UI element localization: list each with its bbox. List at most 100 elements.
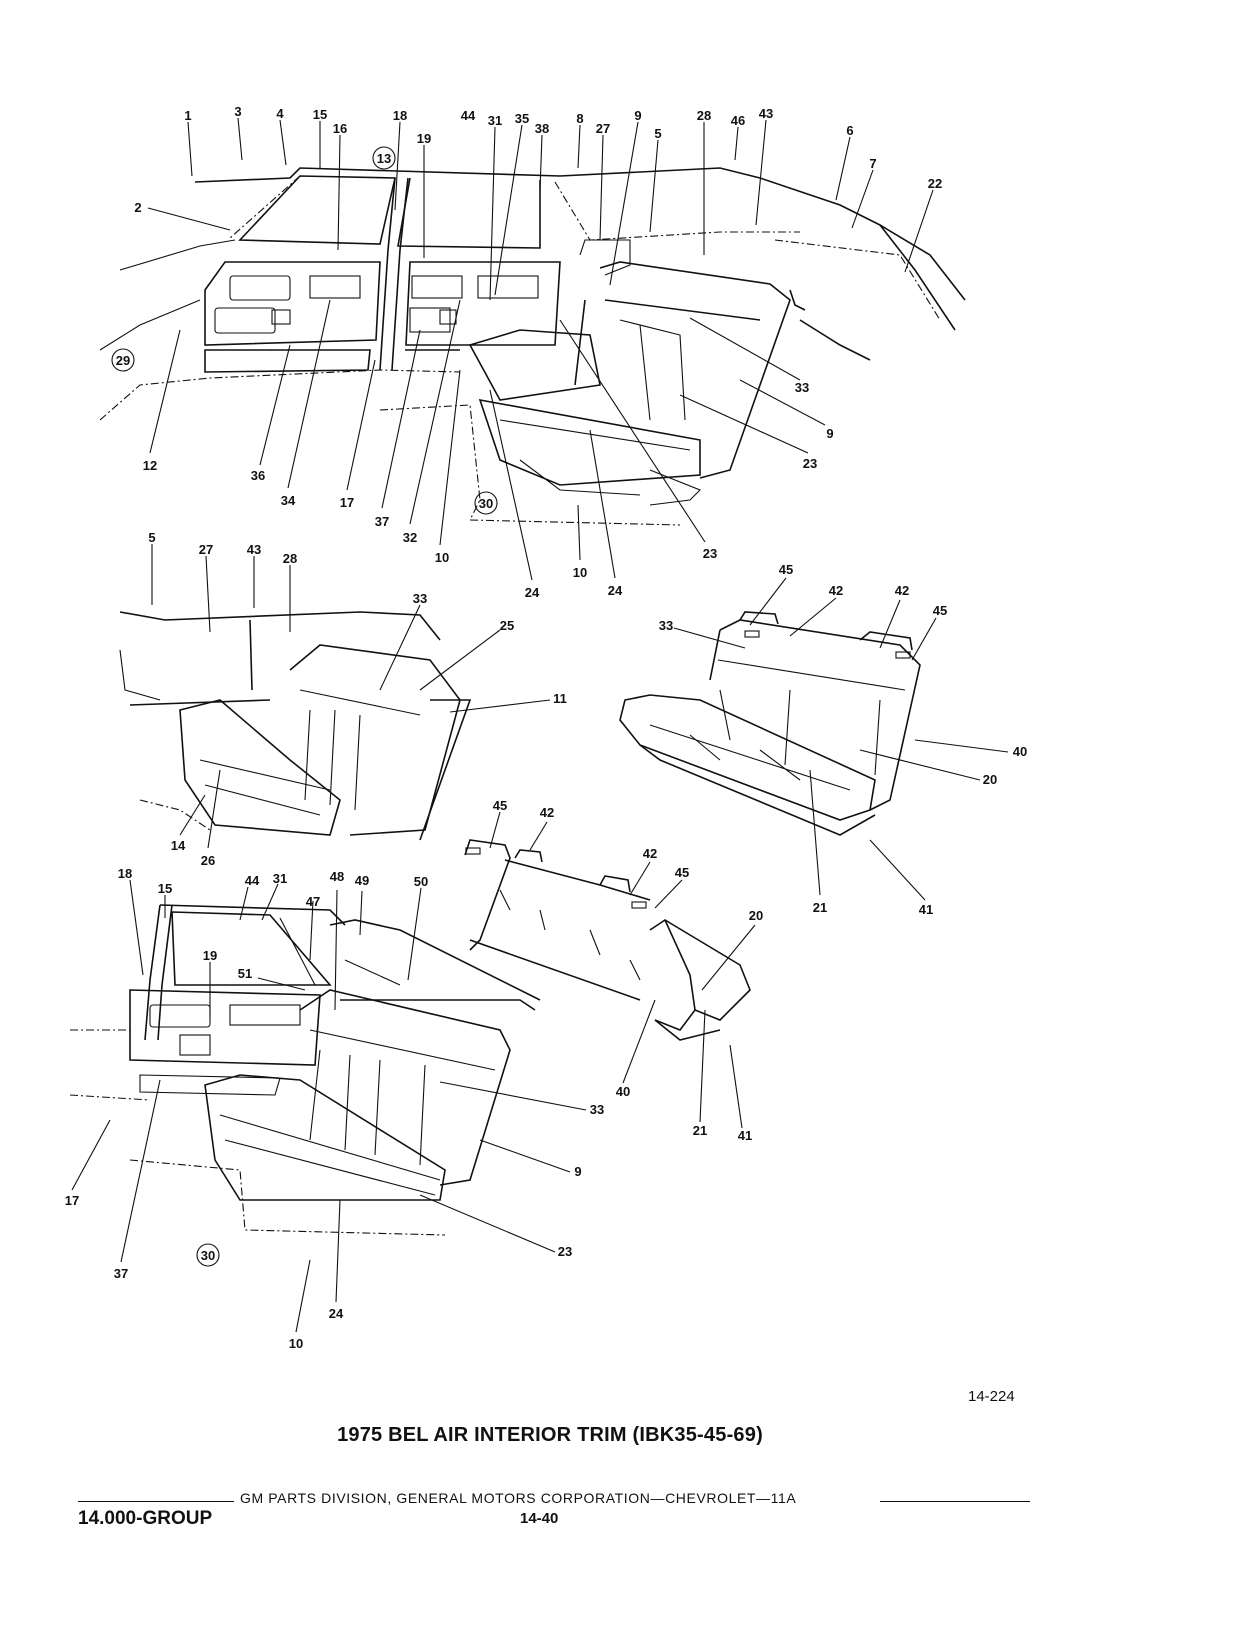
callout: 19 bbox=[203, 948, 217, 963]
callout: 4 bbox=[276, 106, 284, 121]
callout: 26 bbox=[201, 853, 215, 868]
callout: 7 bbox=[869, 156, 876, 171]
footer-rule-right bbox=[880, 1501, 1030, 1502]
callout: 44 bbox=[461, 108, 476, 123]
top-view-callouts: 1 3 4 15 16 18 19 44 31 35 38 8 27 9 5 2… bbox=[111, 104, 942, 600]
callout: 43 bbox=[759, 106, 773, 121]
callout: 27 bbox=[596, 121, 610, 136]
callout: 41 bbox=[738, 1128, 752, 1143]
svg-text:30: 30 bbox=[479, 496, 493, 511]
middle-right-callouts: 45 42 42 45 33 40 20 21 41 bbox=[659, 562, 1027, 917]
callout: 8 bbox=[576, 111, 583, 126]
top-view bbox=[99, 167, 966, 526]
callout: 10 bbox=[435, 550, 449, 565]
callout: 40 bbox=[616, 1084, 630, 1099]
callout: 45 bbox=[933, 603, 947, 618]
callout: 12 bbox=[143, 458, 157, 473]
callout: 33 bbox=[795, 380, 809, 395]
callout: 23 bbox=[703, 546, 717, 561]
callout: 37 bbox=[375, 514, 389, 529]
callout: 11 bbox=[553, 691, 567, 706]
callout: 24 bbox=[329, 1306, 344, 1321]
callout: 34 bbox=[281, 493, 296, 508]
callout: 18 bbox=[393, 108, 407, 123]
callout: 31 bbox=[488, 113, 502, 128]
callout: 28 bbox=[697, 108, 711, 123]
leader-lines bbox=[71, 117, 1009, 1333]
callout: 21 bbox=[813, 900, 827, 915]
circled-callout: 29 bbox=[111, 348, 135, 372]
callout: 24 bbox=[608, 583, 623, 598]
callout: 20 bbox=[749, 908, 763, 923]
callout: 27 bbox=[199, 542, 213, 557]
callout: 24 bbox=[525, 585, 540, 600]
callout: 21 bbox=[693, 1123, 707, 1138]
callout: 37 bbox=[114, 1266, 128, 1281]
callout: 25 bbox=[500, 618, 514, 633]
callout: 20 bbox=[983, 772, 997, 787]
callout: 33 bbox=[413, 591, 427, 606]
callout: 15 bbox=[158, 881, 172, 896]
callout: 51 bbox=[238, 966, 252, 981]
callout: 41 bbox=[919, 902, 933, 917]
callout: 6 bbox=[846, 123, 853, 138]
bottom-right-view bbox=[464, 839, 751, 1041]
callout: 17 bbox=[340, 495, 354, 510]
callout: 9 bbox=[574, 1164, 581, 1179]
callout: 9 bbox=[634, 108, 641, 123]
callout: 17 bbox=[65, 1193, 79, 1208]
callout: 28 bbox=[283, 551, 297, 566]
callout: 33 bbox=[590, 1102, 604, 1117]
footer-publisher: GM PARTS DIVISION, GENERAL MOTORS CORPOR… bbox=[234, 1490, 803, 1506]
callout: 47 bbox=[306, 894, 320, 909]
callout: 14 bbox=[171, 838, 186, 853]
callout: 16 bbox=[333, 121, 347, 136]
callout: 50 bbox=[414, 874, 428, 889]
callout: 42 bbox=[895, 583, 909, 598]
bottom-left-callouts: 18 15 44 31 48 49 50 47 19 51 33 9 17 37… bbox=[65, 866, 604, 1351]
callout: 42 bbox=[829, 583, 843, 598]
callout: 45 bbox=[779, 562, 793, 577]
callout: 42 bbox=[540, 805, 554, 820]
callout: 38 bbox=[535, 121, 549, 136]
svg-text:13: 13 bbox=[377, 151, 391, 166]
svg-text:29: 29 bbox=[116, 353, 130, 368]
middle-left-callouts: 5 27 43 28 33 25 11 14 26 bbox=[148, 530, 566, 868]
callout: 23 bbox=[558, 1244, 572, 1259]
callout: 2 bbox=[134, 200, 141, 215]
callout: 46 bbox=[731, 113, 745, 128]
callout: 10 bbox=[289, 1336, 303, 1351]
middle-left-view bbox=[119, 611, 472, 841]
callout: 18 bbox=[118, 866, 132, 881]
callout: 48 bbox=[330, 869, 344, 884]
bottom-right-callouts: 45 42 42 45 20 40 21 41 bbox=[493, 798, 763, 1143]
callout: 33 bbox=[659, 618, 673, 633]
callout: 10 bbox=[573, 565, 587, 580]
figure-title: 1975 BEL AIR INTERIOR TRIM (IBK35-45-69) bbox=[337, 1424, 763, 1446]
page-number: 14-40 bbox=[520, 1510, 559, 1527]
callout: 49 bbox=[355, 873, 369, 888]
callout: 15 bbox=[313, 107, 327, 122]
callout: 43 bbox=[247, 542, 261, 557]
group-label: 14.000-GROUP bbox=[78, 1508, 213, 1529]
callout: 45 bbox=[493, 798, 507, 813]
callout: 19 bbox=[417, 131, 431, 146]
circled-callout: 13 bbox=[372, 146, 396, 170]
callout: 9 bbox=[826, 426, 833, 441]
circled-callout: 30 bbox=[474, 491, 498, 515]
callout: 32 bbox=[403, 530, 417, 545]
callout: 31 bbox=[273, 871, 287, 886]
footer-rule-left bbox=[78, 1501, 238, 1502]
callout: 42 bbox=[643, 846, 657, 861]
callout: 3 bbox=[234, 104, 241, 119]
callout: 22 bbox=[928, 176, 942, 191]
svg-text:30: 30 bbox=[201, 1248, 215, 1263]
middle-right-view bbox=[619, 611, 921, 836]
callout: 1 bbox=[184, 108, 191, 123]
figure-number: 14-224 bbox=[968, 1388, 1015, 1405]
circled-callout: 30 bbox=[196, 1243, 220, 1267]
callout: 23 bbox=[803, 456, 817, 471]
callout: 40 bbox=[1013, 744, 1027, 759]
callout: 36 bbox=[251, 468, 265, 483]
